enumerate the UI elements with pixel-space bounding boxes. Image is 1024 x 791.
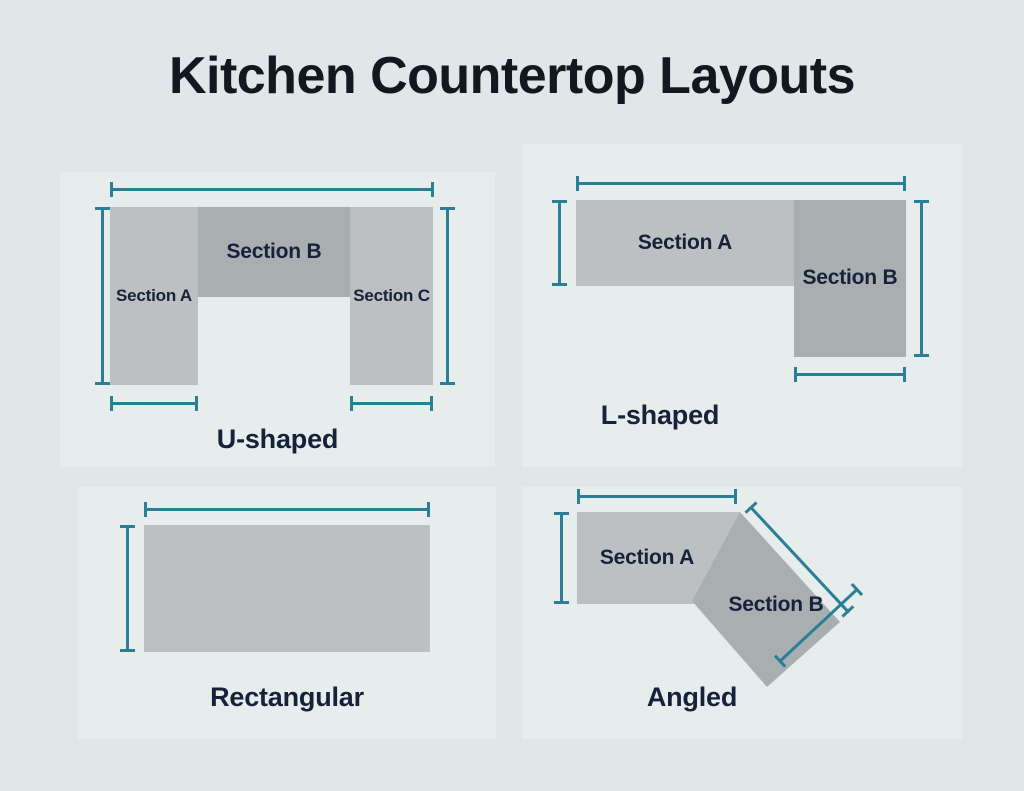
l-shaped-dim-bottom-width (794, 367, 906, 382)
u-shaped-dim-top-width (110, 182, 434, 197)
angled-dim-top-width (577, 489, 737, 504)
layout-card-l-shaped: Section A Section B L-shaped (522, 144, 962, 467)
rectangular-dim-left-height (120, 525, 135, 652)
rectangular-section-a (144, 525, 430, 652)
layout-card-angled: Section A Section B Angled (522, 487, 962, 739)
l-shaped-dim-left-height (552, 200, 567, 286)
l-shaped-dim-right-height (914, 200, 929, 357)
u-shaped-section-b: Section B (198, 207, 350, 297)
u-shaped-section-c-label: Section C (353, 286, 430, 306)
u-shaped-dim-right-height (440, 207, 455, 385)
angled-section-b-label: Section B (728, 592, 824, 616)
rectangular-dim-top-width (144, 502, 430, 517)
angled-section-a: Section A (577, 512, 717, 604)
l-shaped-section-a-label: Section A (637, 230, 733, 254)
u-shaped-dim-bottom-right-width (350, 396, 433, 411)
layout-card-rectangular: Rectangular (78, 487, 496, 739)
l-shaped-section-a: Section A (576, 200, 794, 286)
angled-section-a-shape (577, 512, 840, 687)
l-shaped-dim-top-width (576, 176, 906, 191)
u-shaped-section-a: Section A (110, 207, 198, 385)
l-shaped-section-b: Section B (794, 200, 906, 357)
angled-section-a-label: Section A (599, 545, 695, 569)
page-title: Kitchen Countertop Layouts (168, 47, 856, 105)
l-shaped-section-b-label: Section B (802, 266, 898, 290)
layout-card-u-shaped: Section A Section B Section C U-shaped (60, 172, 495, 467)
angled-caption: Angled (646, 682, 738, 712)
angled-dim-left-height (554, 512, 569, 604)
u-shaped-section-b-label: Section B (226, 239, 322, 263)
u-shaped-dim-left-height (95, 207, 110, 385)
u-shaped-dim-bottom-left-width (110, 396, 198, 411)
rectangular-caption: Rectangular (210, 682, 364, 712)
u-shaped-section-c: Section C (350, 207, 433, 385)
u-shaped-caption: U-shaped (216, 424, 339, 454)
l-shaped-caption: L-shaped (600, 400, 720, 430)
u-shaped-section-a-label: Section A (116, 286, 192, 306)
